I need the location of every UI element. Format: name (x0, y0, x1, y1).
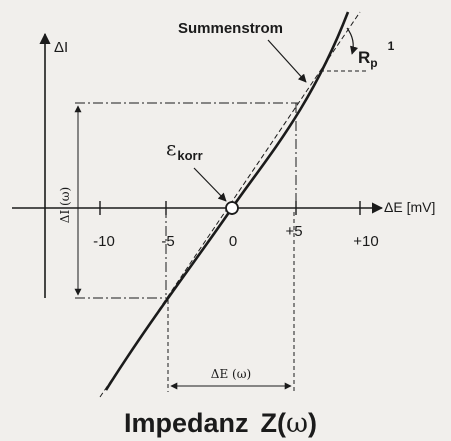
slope-label-main: R (358, 48, 370, 67)
slope-label-sub: p (370, 56, 377, 70)
point-label-main: ε (166, 136, 176, 160)
caption-close: ) (308, 408, 317, 438)
current-voltage-curve (104, 11, 350, 391)
slope-angle-arc (346, 27, 359, 55)
slope-label-sup: 1 (388, 39, 395, 53)
korr-pointer-arrow (193, 167, 227, 202)
curve-label-pointer (267, 39, 307, 83)
point-label-sub: korr (177, 148, 202, 163)
y-axis-label: ΔI (54, 39, 68, 56)
delta-i-label: ΔI (ω) (58, 187, 72, 223)
caption-z: Z( (261, 408, 286, 438)
caption-omega: ω (286, 408, 308, 439)
delta-e-label: ΔE (ω) (211, 367, 251, 381)
corrosion-point-marker (225, 201, 239, 215)
delta-e-dimension (167, 212, 295, 392)
caption-main: Impedanz (124, 408, 249, 438)
guide-lines (75, 102, 298, 299)
curve-label: Summenstrom (178, 20, 283, 37)
tick-label-plus10: +10 (353, 233, 378, 250)
slope-label: Rp1 (358, 39, 395, 70)
x-axis-label: ΔE [mV] (384, 199, 435, 215)
tick-label-minus5: -5 (161, 233, 174, 250)
caption: Impedanz Z(ω) (124, 408, 317, 439)
point-label: εkorr (166, 136, 203, 163)
tick-label-minus10: -10 (93, 233, 115, 250)
tick-label-plus5: +5 (285, 223, 302, 240)
tick-label-0: 0 (229, 233, 237, 250)
